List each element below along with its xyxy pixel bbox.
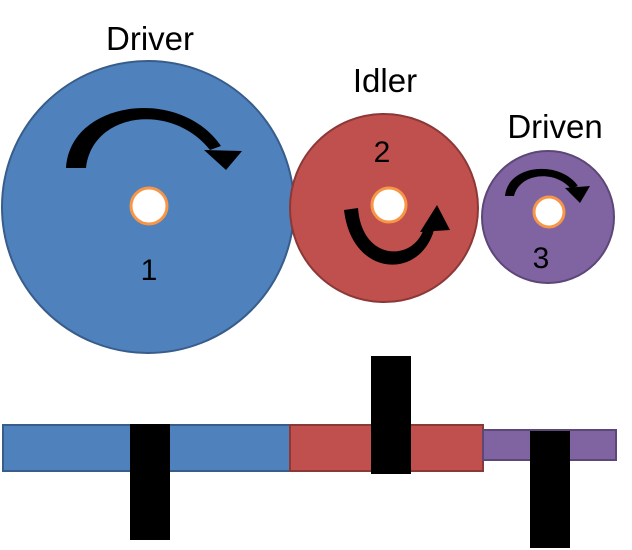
idler-gear-hub [370, 186, 408, 224]
idler-gear: Idler 2 [289, 62, 479, 303]
side-view [2, 356, 617, 548]
idler-gear-number: 2 [374, 136, 391, 169]
driven-gear: Driven 3 [481, 108, 615, 284]
driven-gear-hub [532, 195, 566, 229]
idler-gear-label: Idler [353, 62, 417, 99]
driver-gear-label: Driver [106, 20, 194, 57]
driver-rotation-arrow-icon [66, 108, 242, 170]
driven-rotation-arrow-icon [505, 168, 590, 203]
idler-rotation-arrow-icon [344, 205, 450, 265]
driver-gear-hub [129, 186, 169, 226]
idler-shaft [371, 356, 411, 474]
driven-gear-number: 3 [533, 242, 550, 275]
driver-gear-number: 1 [141, 254, 158, 287]
driven-gear-label: Driven [507, 108, 602, 145]
driver-shaft [130, 424, 170, 540]
driven-shaft [530, 431, 570, 548]
driver-gear: Driver 1 [1, 20, 295, 354]
